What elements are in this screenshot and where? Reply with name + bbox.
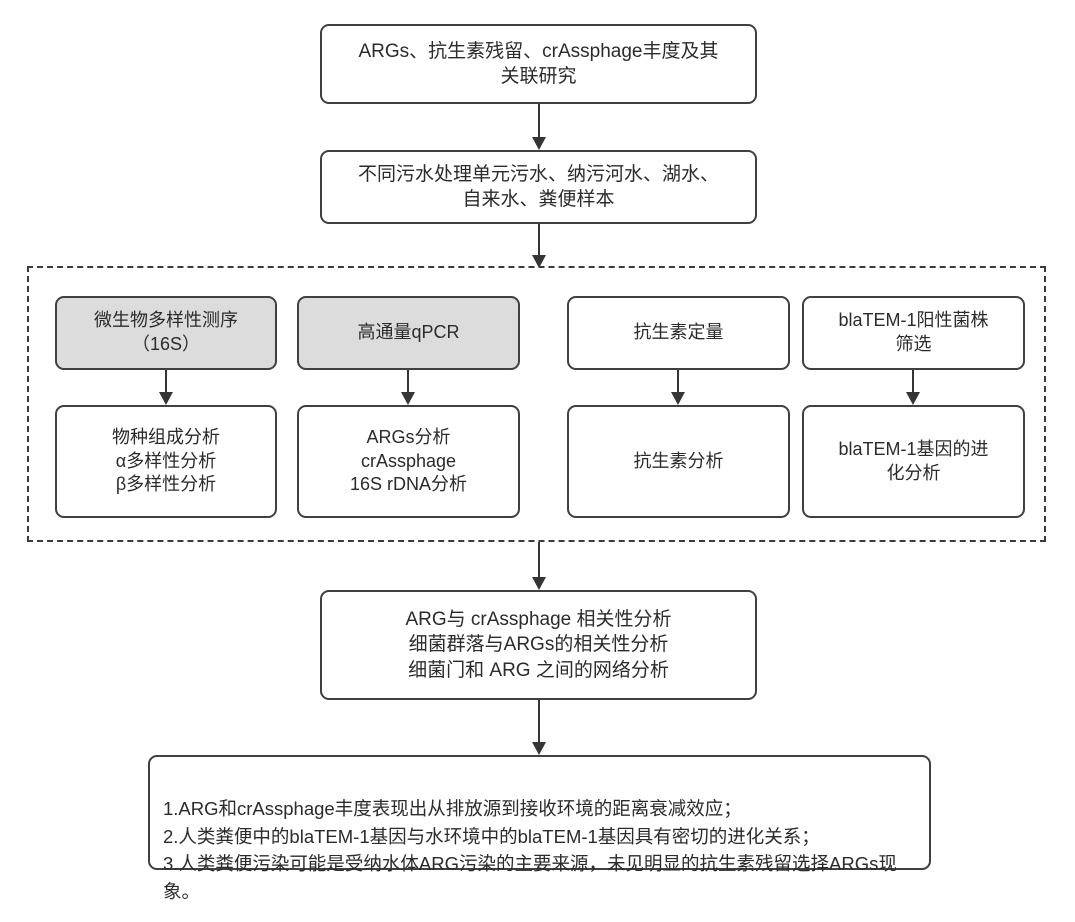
arrow-col1-method-to-analysis: [158, 370, 174, 405]
node-analysis-col1-label: 物种组成分析 α多样性分析 β多样性分析: [112, 426, 220, 495]
arrow-head: [401, 392, 415, 405]
node-analysis-col3-label: 抗生素分析: [633, 450, 724, 471]
node-method-col3-label: 抗生素定量: [633, 322, 724, 343]
node-method-col3: 抗生素定量: [567, 296, 790, 370]
arrow-head: [671, 392, 685, 405]
arrow-col4-method-to-analysis: [905, 370, 921, 405]
arrow-methods-to-correlation: [531, 542, 547, 590]
node-correlation-analysis-label: ARG与 crAssphage 相关性分析 细菌群落与ARGs的相关性分析 细菌…: [405, 609, 672, 681]
arrow-head: [532, 577, 546, 590]
node-topic: ARGs、抗生素残留、crAssphage丰度及其 关联研究: [320, 24, 757, 104]
arrow-stem: [538, 542, 540, 577]
arrow-head: [906, 392, 920, 405]
arrow-stem: [538, 224, 540, 255]
node-analysis-col2: ARGs分析 crAssphage 16S rDNA分析: [297, 405, 520, 518]
arrow-col2-method-to-analysis: [400, 370, 416, 405]
node-analysis-col2-label: ARGs分析 crAssphage 16S rDNA分析: [349, 426, 468, 495]
node-samples: 不同污水处理单元污水、纳污河水、湖水、 自来水、粪便样本: [320, 150, 757, 224]
node-method-col4-label: blaTEM-1阳性菌株 筛选: [838, 310, 989, 354]
node-analysis-col4-label: blaTEM-1基因的进 化分析: [838, 438, 989, 483]
node-method-col1-label: 微生物多样性测序 （16S）: [94, 310, 238, 354]
arrow-head: [532, 255, 546, 268]
node-topic-label: ARGs、抗生素残留、crAssphage丰度及其 关联研究: [358, 40, 719, 87]
arrow-col3-method-to-analysis: [670, 370, 686, 405]
arrow-topic-to-samples: [531, 104, 547, 150]
arrow-head: [532, 137, 546, 150]
arrow-stem: [677, 370, 679, 392]
arrow-samples-to-methods: [531, 224, 547, 268]
node-conclusions: 1.ARG和crAssphage丰度表现出从排放源到接收环境的距离衰减效应； 2…: [148, 755, 931, 902]
arrow-head: [532, 742, 546, 755]
node-correlation-analysis: ARG与 crAssphage 相关性分析 细菌群落与ARGs的相关性分析 细菌…: [320, 590, 757, 700]
arrow-correlation-to-conclusions: [531, 700, 547, 755]
node-method-col1: 微生物多样性测序 （16S）: [55, 296, 277, 370]
node-samples-label: 不同污水处理单元污水、纳污河水、湖水、 自来水、粪便样本: [357, 163, 719, 210]
node-method-col2: 高通量qPCR: [297, 296, 520, 370]
node-analysis-col1: 物种组成分析 α多样性分析 β多样性分析: [55, 405, 277, 518]
node-analysis-col3: 抗生素分析: [567, 405, 790, 518]
node-conclusions-label: 1.ARG和crAssphage丰度表现出从排放源到接收环境的距离衰减效应； 2…: [163, 797, 897, 902]
arrow-stem: [538, 104, 540, 137]
arrow-stem: [538, 700, 540, 742]
arrow-stem: [912, 370, 914, 392]
node-method-col2-label: 高通量qPCR: [357, 322, 460, 343]
arrow-stem: [407, 370, 409, 392]
node-analysis-col4: blaTEM-1基因的进 化分析: [802, 405, 1025, 518]
arrow-stem: [165, 370, 167, 392]
methods-group-container: [27, 266, 1046, 542]
node-method-col4: blaTEM-1阳性菌株 筛选: [802, 296, 1025, 370]
arrow-head: [159, 392, 173, 405]
